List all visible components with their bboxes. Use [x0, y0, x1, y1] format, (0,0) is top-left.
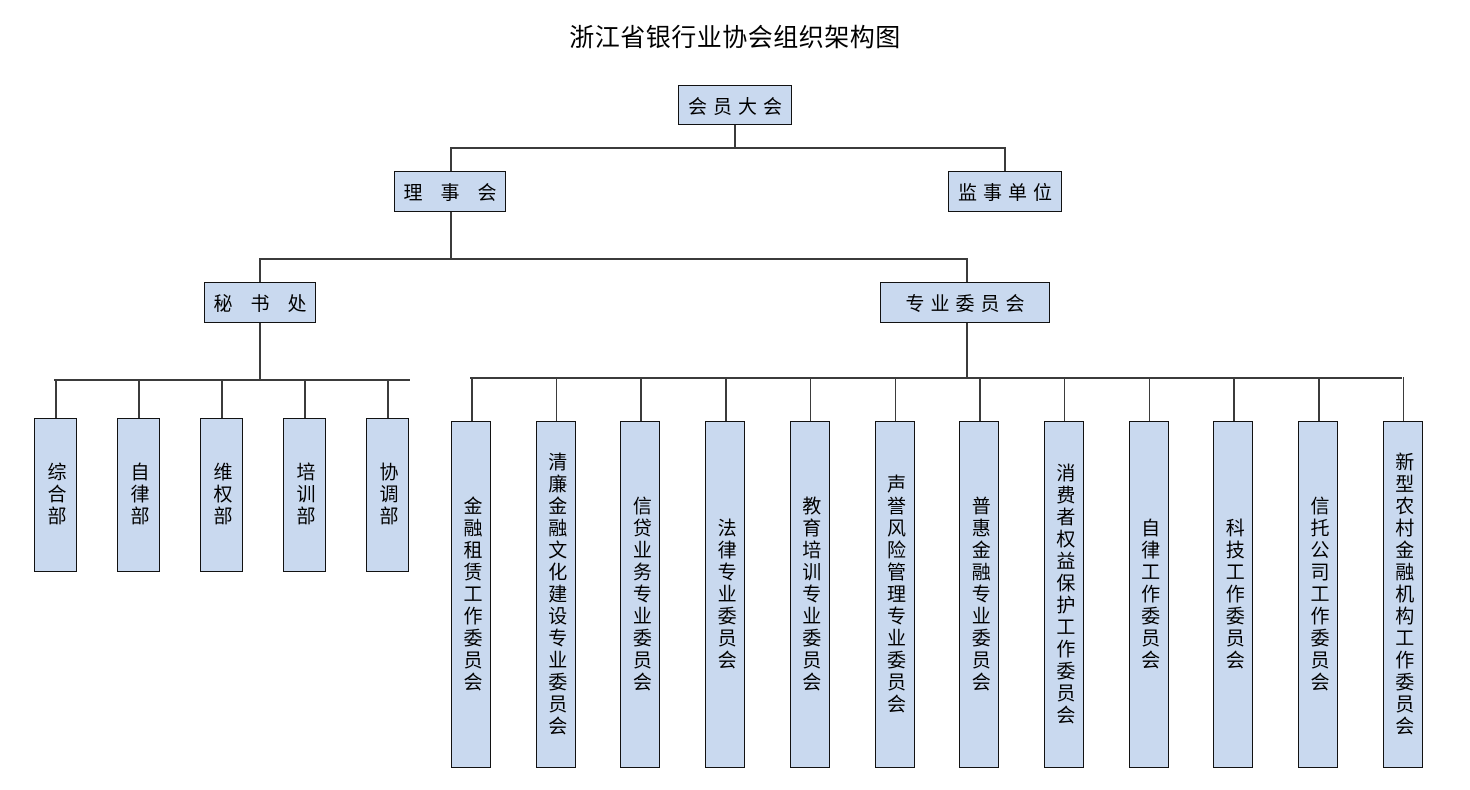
committee-node-3[interactable]: 信贷业务专业委员会 [620, 421, 661, 768]
connector-level1-bus [450, 147, 1005, 149]
committee-node-connector [725, 377, 727, 421]
committee-node-5[interactable]: 教育培训专业委员会 [789, 421, 830, 768]
department-node-4[interactable]: 培训部 [282, 418, 326, 572]
committee-node-connector [1402, 377, 1405, 421]
committee-node-connector [555, 377, 558, 421]
connector-committees-bus [470, 377, 1402, 379]
node-members-assembly[interactable]: 会员大会 [678, 85, 792, 125]
committee-node-1[interactable]: 金融租赁工作委员会 [451, 421, 491, 768]
committee-node-10[interactable]: 科技工作委员会 [1213, 421, 1254, 768]
department-node-connector [221, 379, 223, 418]
committee-node-2[interactable]: 清廉金融文化建设专业委员会 [535, 421, 576, 768]
connector-departments-bus [54, 379, 410, 381]
committee-node-connector [1233, 377, 1235, 421]
department-node-connector [55, 379, 57, 418]
node-professional-committees[interactable]: 专业委员会 [880, 282, 1050, 323]
connector-committees-stem [966, 323, 968, 378]
department-node-1[interactable]: 综合部 [33, 418, 77, 572]
committee-node-connector [1063, 377, 1066, 421]
committee-node-connector [809, 377, 812, 421]
department-node-2[interactable]: 自律部 [116, 418, 160, 572]
committee-node-12[interactable]: 新型农村金融机构工作委员会 [1382, 421, 1423, 768]
department-node-5[interactable]: 协调部 [365, 418, 409, 572]
connector-to-board [450, 147, 452, 172]
node-supervisory-unit[interactable]: 监事单位 [948, 171, 1062, 212]
committee-node-11[interactable]: 信托公司工作委员会 [1298, 421, 1338, 768]
committee-node-7[interactable]: 普惠金融专业委员会 [959, 421, 1000, 768]
committee-node-4[interactable]: 法律专业委员会 [705, 421, 746, 768]
department-node-connector [138, 379, 140, 418]
connector-to-supervisor [1004, 147, 1006, 172]
node-board-of-directors[interactable]: 理 事 会 [394, 171, 506, 212]
department-node-connector [387, 379, 389, 418]
committee-node-connector [640, 377, 642, 421]
committee-node-connector [979, 377, 981, 421]
committee-node-9[interactable]: 自律工作委员会 [1128, 421, 1169, 768]
node-secretariat[interactable]: 秘 书 处 [204, 282, 316, 323]
connector-secretariat-stem [259, 323, 261, 380]
connector-to-committees-parent [966, 258, 968, 283]
committee-node-6[interactable]: 声誉风险管理专业委员会 [874, 421, 915, 768]
department-node-3[interactable]: 维权部 [199, 418, 243, 572]
committee-node-8[interactable]: 消费者权益保护工作委员会 [1043, 421, 1084, 768]
department-node-connector [304, 379, 306, 418]
connector-to-secretariat [259, 258, 261, 283]
committee-node-connector [1148, 377, 1151, 421]
connector-board-stem [450, 212, 452, 259]
committee-node-connector [894, 377, 897, 421]
connector-level2-bus [259, 258, 967, 260]
committee-node-connector [1318, 377, 1320, 421]
connector-root-stem [734, 125, 736, 148]
page-title: 浙江省银行业协会组织架构图 [569, 23, 901, 52]
committee-node-connector [471, 377, 473, 421]
